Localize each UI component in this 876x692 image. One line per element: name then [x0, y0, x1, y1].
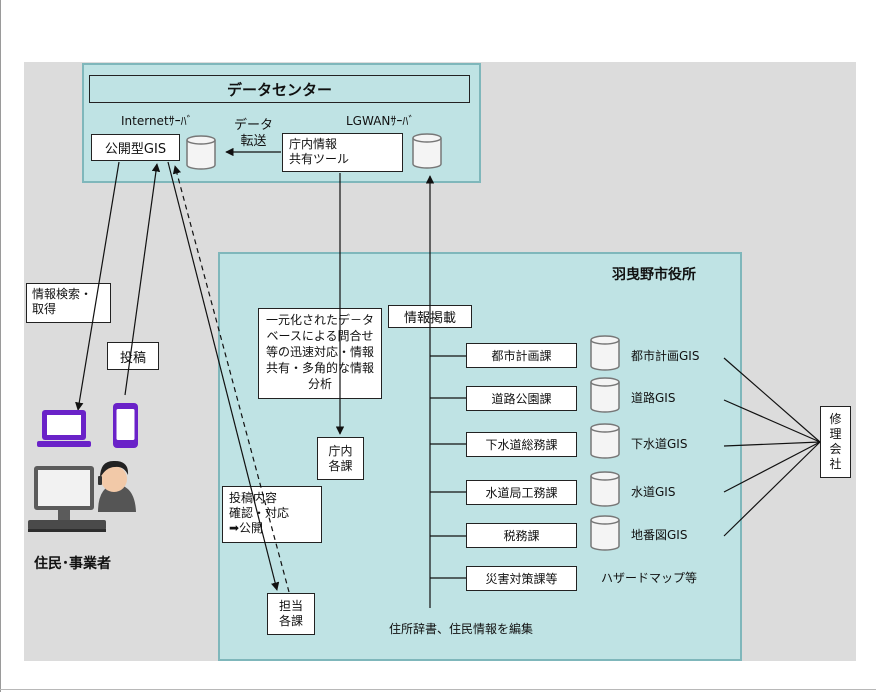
gis-label-lot-map: 地番図GIS: [631, 528, 688, 542]
database-icon-sewer: [590, 423, 620, 459]
dept-label: 災害対策課等: [485, 572, 558, 586]
laptop-icon: [37, 410, 91, 447]
database-icon-urban: [590, 335, 620, 371]
gis-label-road: 道路GIS: [631, 391, 676, 405]
repair-link-3: [723, 441, 821, 447]
info-search-label: 情報検索・ 取得: [32, 287, 93, 316]
arrow-gis-to-responsible: [167, 161, 280, 591]
database-icon-lgwan: [412, 133, 442, 169]
public-gis-label: 公開型GIS: [104, 142, 167, 157]
database-icon-internet: [186, 135, 216, 170]
data-transfer-label: データ 転送: [234, 118, 274, 150]
gis-label-sewer: 下水道GIS: [631, 437, 688, 451]
dept-label: 税務課: [503, 529, 540, 543]
residents-label: 住民･事業者: [34, 556, 111, 572]
dept-box-road-park: 道路公園課: [466, 386, 577, 411]
dept-box-disaster: 災害対策課等: [466, 566, 577, 591]
benefit-note-text: 一元化されたデ－タベースによる問合せ等の迅速対応・情報共有・多角的な情報分析: [265, 313, 374, 391]
gis-label-urban-planning: 都市計画GIS: [631, 349, 700, 363]
internal-depts-label: 庁内 各課: [328, 443, 353, 473]
data-center-title-text: データセンター: [226, 80, 332, 99]
database-icon-lot: [590, 515, 620, 551]
repair-link-1: [723, 357, 821, 443]
repair-company-box: 修 理 会 社: [820, 406, 851, 478]
dept-label: 下水道総務課: [485, 438, 558, 452]
dept-box-tax: 税務課: [466, 523, 577, 548]
responsible-depts-box: 担当 各課: [267, 593, 315, 635]
dept-box-sewer: 下水道総務課: [466, 432, 577, 457]
arrow-search-to-user: [75, 161, 120, 411]
dept-label: 水道局工務課: [485, 486, 558, 500]
database-icon-road: [590, 377, 620, 413]
dept-box-urban-planning: 都市計画課: [466, 343, 577, 368]
database-icon-water: [590, 471, 620, 507]
city-hall-title: 羽曳野市役所: [612, 267, 696, 283]
dept-label: 都市計画課: [491, 349, 552, 363]
gis-label-hazard-map: ハザードマップ等: [601, 571, 698, 585]
repair-link-5: [723, 441, 821, 537]
arrow-responsible-to-gis-dashed: [172, 165, 290, 593]
page-frame-bottom: [0, 689, 876, 690]
repair-link-2: [723, 399, 821, 443]
repair-link-4: [723, 441, 821, 493]
responsible-depts-label: 担当 各課: [278, 599, 303, 628]
post-box: 投稿: [107, 342, 159, 370]
internet-server-label: Internetｻｰﾊﾞ: [121, 114, 193, 128]
internal-sharing-tool-box: 庁内情報 共有ツール: [282, 133, 403, 172]
repair-company-label: 修 理 会 社: [829, 412, 842, 471]
lgwan-server-label: LGWANｻｰﾊﾞ: [346, 114, 415, 128]
benefit-note-box: 一元化されたデ－タベースによる問合せ等の迅速対応・情報共有・多角的な情報分析: [258, 308, 382, 399]
dept-box-waterworks: 水道局工務課: [466, 480, 577, 505]
public-gis-box: 公開型GIS: [91, 134, 180, 161]
info-search-box: 情報検索・ 取得: [26, 283, 111, 323]
page-frame-left: [0, 0, 1, 692]
data-center-title: データセンター: [89, 75, 470, 103]
gis-label-water: 水道GIS: [631, 485, 676, 499]
address-note: 住所辞書、住民情報を編集: [389, 622, 534, 636]
resident-at-computer-icon: [28, 460, 136, 532]
arrow-phone-to-gis: [124, 163, 161, 396]
internal-depts-box: 庁内 各課: [317, 437, 364, 480]
smartphone-icon: [113, 403, 138, 448]
post-label: 投稿: [119, 350, 146, 366]
internal-sharing-tool-label: 庁内情報 共有ツール: [289, 137, 350, 166]
dept-label: 道路公園課: [491, 392, 552, 406]
